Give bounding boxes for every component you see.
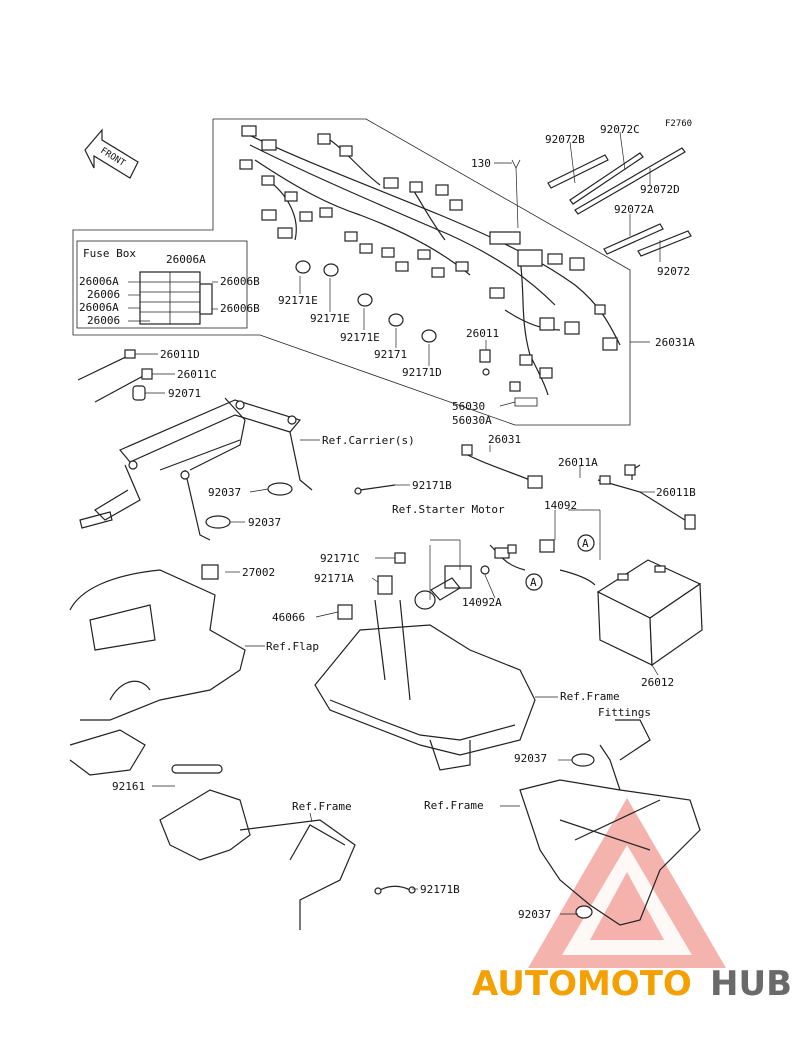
label-92072B: 92072B [545, 133, 585, 146]
diagram-code: F2760 [665, 119, 692, 129]
ref-frame-fittings-1: Ref.Frame [560, 690, 620, 703]
clamp-92037-b [205, 515, 231, 529]
label-92171E-3: 92171E [340, 331, 380, 344]
label-130: 130 [471, 157, 491, 170]
watermark-text-2: HUB [710, 964, 792, 1004]
label-14092: 14092 [544, 499, 577, 512]
connector-a-2: A [582, 537, 589, 550]
fuse-label-l3: 26006A [79, 301, 119, 314]
fuse-label-r1: 26006B [220, 275, 260, 288]
main-harness [239, 125, 621, 396]
label-92171D: 92171D [402, 366, 442, 379]
label-92171E-1: 92171E [278, 294, 318, 307]
label-92072D: 92072D [640, 183, 680, 196]
label-56030A: 56030A [452, 414, 492, 427]
part-labels: 130 92072B 92072C 92072D 92072A 92072 26… [112, 123, 696, 921]
label-92171C: 92171C [320, 552, 360, 565]
label-46066: 46066 [272, 611, 305, 624]
fuse-label-r2: 26006B [220, 302, 260, 315]
label-26011C: 26011C [177, 368, 217, 381]
reference-labels: Ref.Carrier(s) Ref.Starter Motor Ref.Fla… [266, 434, 651, 813]
label-92171E-2: 92171E [310, 312, 350, 325]
starter-relay: A [414, 539, 543, 610]
clamp-92037-a [267, 482, 293, 496]
label-92072C: 92072C [600, 123, 640, 136]
label-92171B-2: 92171B [420, 883, 460, 896]
fuse-label-top: 26006A [166, 253, 206, 266]
watermark-text: AUTOMOTO HUB [472, 964, 792, 1004]
label-92171A: 92171A [314, 572, 354, 585]
label-92037-2: 92037 [248, 516, 281, 529]
label-92037-3: 92037 [514, 752, 547, 765]
fuse-box: Fuse Box 26006A 26006A 26006 26006A 2600… [76, 240, 260, 329]
label-26011B: 26011B [656, 486, 696, 499]
grommets [295, 260, 437, 343]
left-lower-frame [159, 764, 416, 930]
ref-carriers: Ref.Carrier(s) [322, 434, 415, 447]
label-92171: 92171 [374, 348, 407, 361]
label-92072: 92072 [657, 265, 690, 278]
harness-box [72, 118, 631, 426]
label-14092A: 14092A [462, 596, 502, 609]
watermark-logo [528, 798, 726, 968]
fuse-box-title: Fuse Box [83, 247, 136, 260]
ref-frame-right: Ref.Frame [424, 799, 484, 812]
lead-wires [77, 349, 543, 495]
battery-tray-frame [314, 552, 536, 771]
label-26031A: 26031A [655, 336, 695, 349]
label-26012: 26012 [641, 676, 674, 689]
tie-straps [494, 147, 692, 257]
label-92072A: 92072A [614, 203, 654, 216]
label-92171B-1: 92171B [412, 479, 452, 492]
connector-a-1: A [530, 576, 537, 589]
ref-flap: Ref.Flap [266, 640, 319, 653]
front-arrow: FRONT [84, 128, 139, 179]
ref-starter-motor: Ref.Starter Motor [392, 503, 505, 516]
label-92037-4: 92037 [518, 908, 551, 921]
carrier-frame [79, 397, 313, 541]
label-plate [514, 397, 538, 407]
leader-lines [135, 131, 661, 915]
flap-panel [69, 564, 246, 776]
ref-frame-fittings-2: Fittings [598, 706, 651, 719]
ref-frame-left: Ref.Frame [292, 800, 352, 813]
fuse-label-l1: 26006A [79, 275, 119, 288]
label-26011A: 26011A [558, 456, 598, 469]
label-26031: 26031 [488, 433, 521, 446]
label-26011: 26011 [466, 327, 499, 340]
label-26011D: 26011D [160, 348, 200, 361]
label-92037-1: 92037 [208, 486, 241, 499]
fuse-label-l4: 26006 [87, 314, 120, 327]
watermark-text-1: AUTOMOTO [472, 964, 692, 1004]
fuse-label-l2: 26006 [87, 288, 120, 301]
label-92071: 92071 [168, 387, 201, 400]
label-27002: 27002 [242, 566, 275, 579]
label-56030: 56030 [452, 400, 485, 413]
battery: A [539, 464, 703, 667]
label-92161: 92161 [112, 780, 145, 793]
